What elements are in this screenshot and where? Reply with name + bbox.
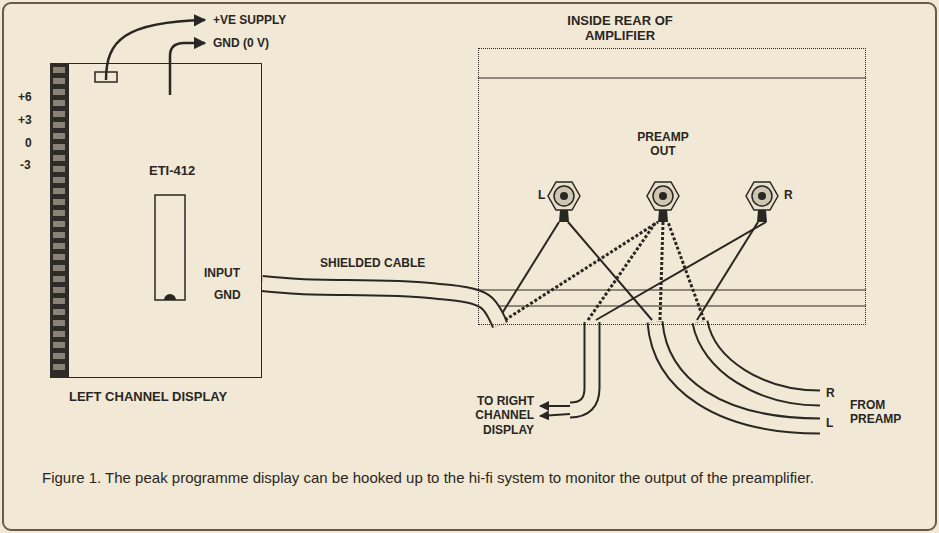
label: 0 <box>25 136 32 150</box>
label: +VE SUPPLY <box>213 13 286 27</box>
led-segment <box>53 177 65 183</box>
figure-caption: Figure 1. The peak programme display can… <box>42 468 902 488</box>
ic-chip <box>155 195 185 300</box>
circuit-board: ETI-412LEFT CHANNEL DISPLAY <box>68 63 262 378</box>
led-segment <box>53 67 65 73</box>
wire <box>540 405 570 407</box>
led-segment <box>53 133 65 139</box>
led-segment <box>53 221 65 227</box>
dotted-outline <box>478 48 866 325</box>
shielded-cable <box>262 284 500 326</box>
wire <box>498 222 766 320</box>
led-segment <box>53 353 65 359</box>
led-strip <box>50 63 68 378</box>
led-segment <box>53 232 65 238</box>
led-segment <box>53 287 65 293</box>
led-segment <box>53 166 65 172</box>
led-segment <box>53 111 65 117</box>
label: FROM PREAMP <box>850 398 920 427</box>
label: -3 <box>20 158 31 172</box>
led-segment <box>53 254 65 260</box>
figure-frame <box>3 3 936 530</box>
led-segment <box>53 364 65 370</box>
led-segment <box>53 122 65 128</box>
panel-edge <box>478 77 866 78</box>
led-segment <box>53 276 65 282</box>
label: R <box>784 188 793 202</box>
label: +6 <box>18 90 32 104</box>
led-segment <box>53 188 65 194</box>
amplifier-box: INSIDE REAR OF AMPLIFIER <box>478 14 866 325</box>
node-heading: ETI-412 <box>149 164 195 179</box>
label: GND (0 V) <box>213 36 269 50</box>
node-heading: INSIDE REAR OF AMPLIFIER <box>540 14 700 44</box>
label: GND <box>214 288 241 302</box>
ic-notch <box>164 294 176 300</box>
led-segment <box>53 199 65 205</box>
label: TO RIGHT CHANNEL DISPLAY <box>456 394 534 437</box>
led-segment <box>53 331 65 337</box>
led-segment <box>53 342 65 348</box>
led-segment <box>53 89 65 95</box>
supply-wire <box>106 20 205 80</box>
led-segment <box>53 309 65 315</box>
wire <box>540 414 570 416</box>
led-segment <box>53 155 65 161</box>
panel-edge <box>478 305 866 306</box>
label: L <box>826 416 833 430</box>
label: INPUT <box>204 266 240 280</box>
rca-jack <box>548 182 580 222</box>
label: L <box>538 188 545 202</box>
edge-label: SHIELDED CABLE <box>318 256 427 270</box>
led-segment <box>53 210 65 216</box>
led-segment <box>53 78 65 84</box>
led-segment <box>53 298 65 304</box>
panel-edge <box>478 289 866 290</box>
node-caption: LEFT CHANNEL DISPLAY <box>69 390 329 405</box>
label: PREAMP OUT <box>628 130 698 159</box>
ground-jack <box>647 182 679 222</box>
led-segment <box>53 100 65 106</box>
ground-wire <box>170 43 205 95</box>
cable <box>570 322 820 426</box>
led-segment <box>53 320 65 326</box>
rca-jack <box>746 182 778 222</box>
led-segment <box>53 243 65 249</box>
led-segments <box>53 67 65 370</box>
led-segment <box>53 265 65 271</box>
led-segment <box>53 144 65 150</box>
label: R <box>826 386 835 400</box>
label: +3 <box>18 113 32 127</box>
